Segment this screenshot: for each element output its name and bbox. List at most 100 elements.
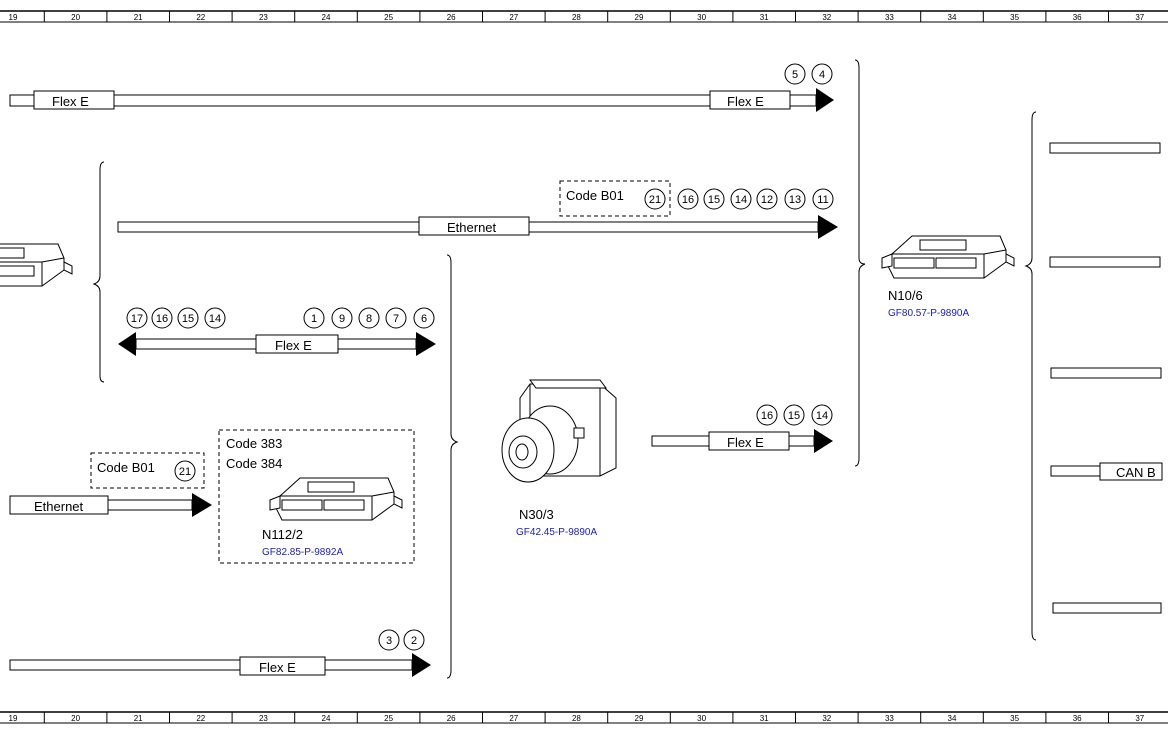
connector-number: 15 [182,313,194,325]
control-unit-n112-2: Code 383 Code 384 N112/2 GF82.85-P-9892A [218,429,415,564]
flex-e-label: Flex E [52,94,89,109]
connector-number: 7 [393,313,399,325]
brace-n30-group [446,254,459,679]
ruler-column-number: 36 [1073,714,1082,723]
connector-number: 2 [411,635,417,647]
ruler-column-number: 22 [196,714,205,723]
connector-number: 21 [649,194,661,206]
connector-number: 21 [179,466,191,478]
brace-left-group [92,161,105,383]
ruler-column-number: 35 [1010,714,1019,723]
control-unit-icon [269,477,403,521]
ethernet-main-bus: Ethernet Code B01 21 16 15 14 12 13 11 [117,180,838,239]
connector-number: 4 [819,69,825,81]
connector-number: 17 [131,313,143,325]
ruler-column-number: 36 [1073,13,1082,22]
connector-number: 14 [735,194,747,206]
control-unit-icon [881,235,1015,279]
ruler-column-number: 19 [9,13,18,22]
ruler-column-number: 31 [760,13,769,22]
connector-number: 6 [421,313,427,325]
ruler-column-number: 20 [71,714,80,723]
ruler-column-number: 30 [697,13,706,22]
ruler-column-number: 34 [948,714,957,723]
ruler-column-number: 33 [885,13,894,22]
ruler-column-number: 20 [71,13,80,22]
flex-e-bidirectional-bus: Flex E 17 16 15 14 1 9 8 7 6 [118,307,436,356]
flex-e-bottom-bus: Flex E 3 2 [9,629,431,677]
ruler-column-number: 23 [259,714,268,723]
ruler-column-number: 26 [447,714,456,723]
ethernet-label: Ethernet [34,499,84,514]
code-b01-label: Code B01 [566,188,624,203]
grouping-braces [92,59,1037,679]
ruler-column-number: 32 [822,13,831,22]
ruler-column-number: 28 [572,13,581,22]
ruler-column-number: 26 [447,13,456,22]
component-reference: GF80.57-P-9890A [888,308,969,319]
right-bus-stubs: CAN B [1049,142,1163,614]
ruler-column-number: 30 [697,714,706,723]
ruler-column-number: 28 [572,714,581,723]
ruler-column-number: 27 [509,13,518,22]
ruler-column-number: 29 [635,13,644,22]
connector-number: 12 [761,194,773,206]
control-unit-n10-6: N10/6 GF80.57-P-9890A [881,235,1015,319]
ruler-column-number: 25 [384,13,393,22]
ruler-column-number: 21 [134,714,143,723]
ruler-column-number: 35 [1010,13,1019,22]
code-383-label: Code 383 [226,436,282,451]
control-unit-partial-icon [0,243,73,287]
flex-e-label: Flex E [275,338,312,353]
component-reference: GF42.45-P-9890A [516,527,597,538]
component-name: N30/3 [519,507,554,522]
code-b01-label: Code B01 [97,460,155,475]
can-b-label: CAN B [1116,465,1156,480]
connector-number: 15 [708,194,720,206]
ethernet-left-bus: Ethernet Code B01 21 [9,452,212,517]
code-384-label: Code 384 [226,456,282,471]
connector-number: 9 [339,313,345,325]
brace-right-group [1024,111,1037,641]
component-n30-3: N30/3 GF42.45-P-9890A [501,379,617,538]
ruler-column-number: 37 [1135,714,1144,723]
flex-e-label: Flex E [727,435,764,450]
connector-number: 13 [789,194,801,206]
ruler-column-number: 19 [9,714,18,723]
connector-number: 16 [682,194,694,206]
ruler-column-number: 23 [259,13,268,22]
connector-number: 1 [311,313,317,325]
ruler-column-number: 25 [384,714,393,723]
connector-number: 15 [788,410,800,422]
ruler-column-number: 33 [885,714,894,723]
connector-number: 5 [792,69,798,81]
abs-pump-icon [501,379,617,483]
ethernet-label: Ethernet [447,220,497,235]
ruler-column-number: 22 [196,13,205,22]
connector-number: 11 [817,194,828,206]
ruler-column-number: 29 [635,714,644,723]
connector-number: 16 [761,410,773,422]
flex-e-mid-bus: Flex E 16 15 14 [651,404,833,453]
ruler-column-number: 24 [322,714,331,723]
component-name: N10/6 [888,288,923,303]
ruler-column-number: 31 [760,714,769,723]
ruler-column-number: 24 [322,13,331,22]
connector-number: 16 [156,313,168,325]
ruler-column-number: 21 [134,13,143,22]
ruler-column-number: 34 [948,13,957,22]
connector-number: 3 [386,635,392,647]
brace-n10-group [854,59,866,467]
flex-e-top-bus: Flex E Flex E 5 4 [9,63,834,112]
flex-e-label: Flex E [259,660,296,675]
connector-number: 14 [209,313,221,325]
component-name: N112/2 [262,527,303,542]
flex-e-label: Flex E [727,94,764,109]
connector-number: 8 [366,313,372,325]
component-reference: GF82.85-P-9892A [262,547,343,558]
connector-number: 14 [816,410,828,422]
ruler-column-number: 27 [509,714,518,723]
